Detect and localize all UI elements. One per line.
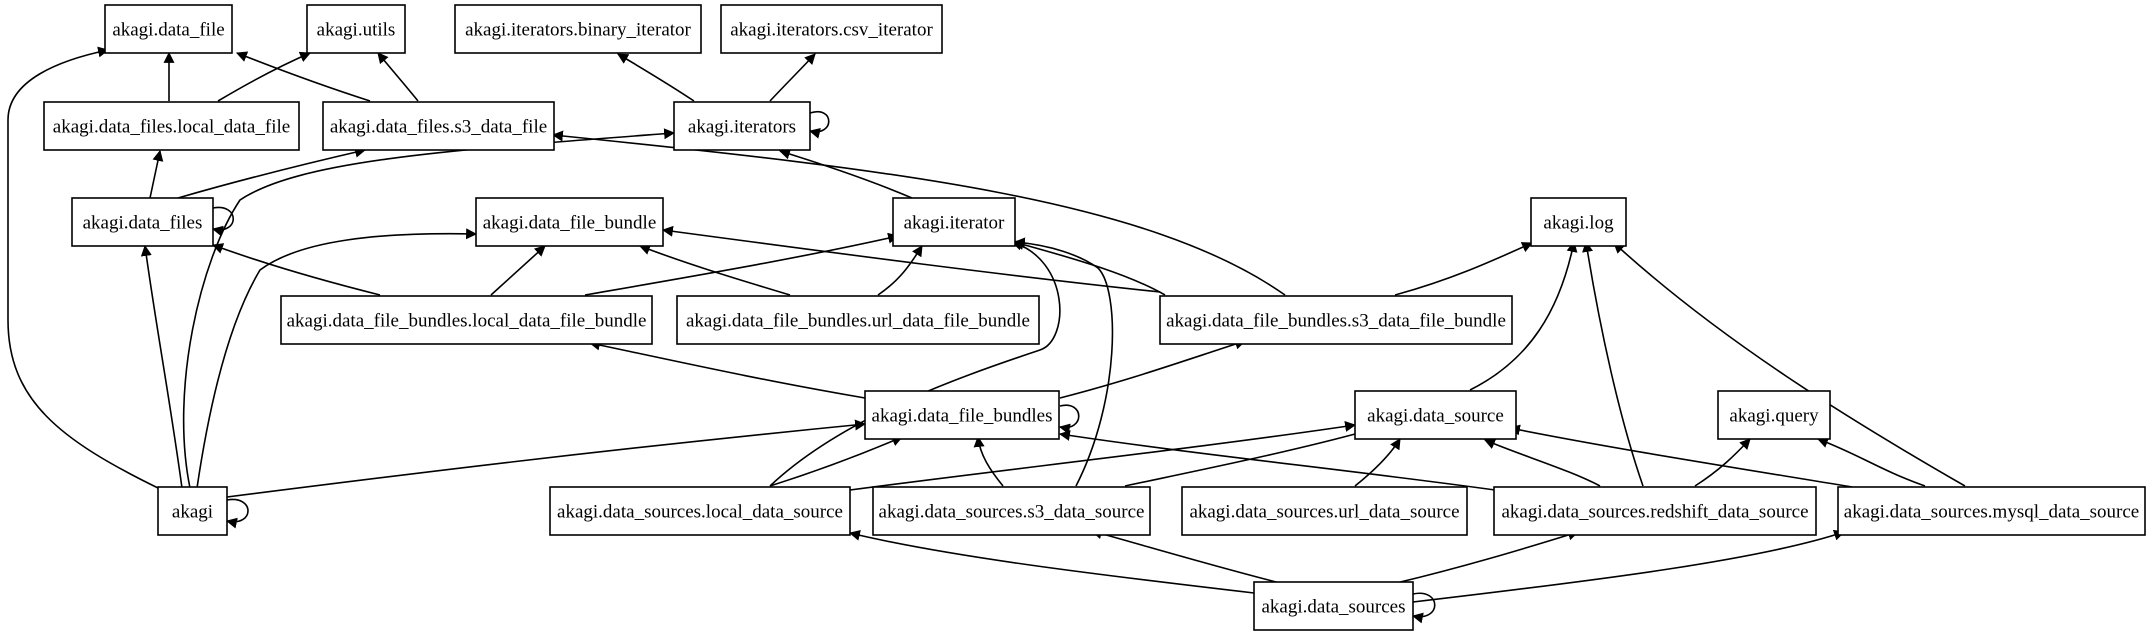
node-label: akagi.query xyxy=(1729,406,1819,427)
edge-iterators-to-binary-iterator xyxy=(617,53,695,102)
node-data-files: akagi.data_files xyxy=(71,197,214,247)
node-label: akagi.data_files.local_data_file xyxy=(53,117,290,138)
edge-akagi-to-data-files xyxy=(140,244,183,489)
node-utils: akagi.utils xyxy=(306,4,406,54)
edge-data-sources-to-local-source xyxy=(848,529,1255,594)
edge-redshift-source-to-query xyxy=(1694,438,1751,487)
node-s3-data-file-bundle: akagi.data_file_bundles.s3_data_file_bun… xyxy=(1159,295,1513,345)
node-iterator: akagi.iterator xyxy=(892,197,1016,247)
edge-mysql-source-to-data-source xyxy=(1508,424,1871,491)
node-binary-iterator: akagi.iterators.binary_iterator xyxy=(454,4,702,54)
node-label: akagi.data_files xyxy=(83,213,203,234)
edge-redshift-source-to-log xyxy=(1582,240,1644,487)
node-label: akagi.data_sources.mysql_data_source xyxy=(1844,502,2139,523)
node-redshift-data-source: akagi.data_sources.redshift_data_source xyxy=(1493,486,1817,536)
node-data-source: akagi.data_source xyxy=(1354,390,1517,440)
edge-mysql-source-to-query xyxy=(1816,437,1926,487)
node-akagi: akagi xyxy=(157,486,228,536)
edge-url-bundle-to-iterator xyxy=(877,245,923,296)
edge-s3-source-to-iterator xyxy=(1013,237,1114,487)
node-label: akagi.data_file_bundles.s3_data_file_bun… xyxy=(1166,311,1506,332)
node-label: akagi.iterators xyxy=(688,117,796,138)
edge-data-file-bundles-to-s3-bundle xyxy=(1059,338,1247,399)
node-s3-data-file: akagi.data_files.s3_data_file xyxy=(322,101,555,151)
edge-local-source-to-data-file-bundles xyxy=(769,435,904,487)
edge-data-source-to-log xyxy=(1469,240,1578,391)
edge-s3-data-file-to-data-file xyxy=(235,51,371,102)
node-label: akagi.data_file_bundles xyxy=(872,406,1053,427)
node-label: akagi.iterator xyxy=(904,213,1005,234)
edge-s3-bundle-to-log xyxy=(1394,242,1534,296)
edges xyxy=(7,46,1966,624)
edge-local-bundle-to-iterator xyxy=(584,232,900,296)
edge-iterators-to-csv-iterator xyxy=(769,53,816,102)
edge-iterators-self-loop xyxy=(808,110,830,139)
node-query: akagi.query xyxy=(1717,390,1831,440)
edge-local-bundle-to-data-files xyxy=(211,243,381,296)
node-label: akagi.data_file_bundle xyxy=(483,213,657,234)
edge-data-sources-to-mysql-source xyxy=(1412,529,1846,603)
edge-s3-data-file-to-utils xyxy=(377,52,419,102)
node-iterators: akagi.iterators xyxy=(673,101,811,151)
node-label: akagi.data_file_bundles.local_data_file_… xyxy=(287,311,647,332)
edge-url-bundle-to-data-file-bundle xyxy=(638,244,791,296)
edge-redshift-source-to-data-file-bundles xyxy=(1058,430,1496,491)
edge-local-bundle-to-data-file-bundle xyxy=(490,245,546,296)
node-label: akagi.data_sources.local_data_source xyxy=(557,502,843,523)
edge-s3-bundle-to-iterator xyxy=(1012,239,1166,296)
node-label: akagi.log xyxy=(1543,213,1614,234)
edge-data-sources-self-loop xyxy=(1411,592,1436,624)
node-s3-data-source: akagi.data_sources.s3_data_source xyxy=(872,486,1151,536)
edge-data-file-bundles-self-loop xyxy=(1058,404,1080,435)
edge-s3-source-to-data-file-bundles xyxy=(973,435,1004,487)
node-data-file: akagi.data_file xyxy=(104,4,233,54)
node-local-data-file-bundle: akagi.data_file_bundles.local_data_file_… xyxy=(280,295,653,345)
edge-data-file-bundles-to-local-bundle xyxy=(588,339,866,399)
edge-local-source-to-data-source xyxy=(849,421,1357,491)
edge-mysql-source-to-log xyxy=(1613,242,1966,487)
node-label: akagi.utils xyxy=(317,20,396,41)
edge-redshift-source-to-data-source xyxy=(1483,438,1601,487)
node-label: akagi.iterators.csv_iterator xyxy=(730,20,933,41)
node-url-data-file-bundle: akagi.data_file_bundles.url_data_file_bu… xyxy=(676,295,1040,345)
edge-data-sources-to-redshift-source xyxy=(1387,529,1580,586)
node-local-data-source: akagi.data_sources.local_data_source xyxy=(549,486,851,536)
node-label: akagi.data_sources.url_data_source xyxy=(1189,502,1459,523)
node-label: akagi.iterators.binary_iterator xyxy=(465,20,691,41)
node-label: akagi.data_sources xyxy=(1261,597,1405,618)
edge-akagi-to-data-file-bundle xyxy=(196,228,478,489)
node-data-sources: akagi.data_sources xyxy=(1253,581,1414,631)
node-data-file-bundles: akagi.data_file_bundles xyxy=(864,390,1060,440)
edge-s3-bundle-to-data-file-bundle xyxy=(661,225,1161,293)
node-label: akagi.data_sources.redshift_data_source xyxy=(1501,502,1808,523)
edge-url-source-to-data-source xyxy=(1354,438,1401,487)
node-data-file-bundle: akagi.data_file_bundle xyxy=(475,197,664,247)
node-csv-iterator: akagi.iterators.csv_iterator xyxy=(720,4,943,54)
node-url-data-source: akagi.data_sources.url_data_source xyxy=(1181,486,1468,536)
nodes: akagi.data_file akagi.utils akagi.iterat… xyxy=(43,4,2146,631)
edge-data-files-to-s3-data-file xyxy=(177,146,367,199)
edge-iterator-to-iterators xyxy=(778,148,913,199)
node-label: akagi.data_sources.s3_data_source xyxy=(879,502,1145,523)
node-mysql-data-source: akagi.data_sources.mysql_data_source xyxy=(1837,486,2146,536)
edge-local-data-file-to-utils xyxy=(217,51,312,102)
node-label: akagi xyxy=(172,502,213,523)
node-label: akagi.data_file_bundles.url_data_file_bu… xyxy=(686,311,1030,332)
node-log: akagi.log xyxy=(1530,197,1627,247)
node-label: akagi.data_file xyxy=(112,20,224,41)
edge-data-sources-to-s3-source xyxy=(1090,528,1289,586)
node-local-data-file: akagi.data_files.local_data_file xyxy=(43,101,300,151)
edge-akagi-to-data-file-bundles xyxy=(226,419,867,498)
edge-akagi-self-loop xyxy=(225,498,249,529)
edge-akagi-to-data-file xyxy=(7,46,159,489)
node-label: akagi.data_files.s3_data_file xyxy=(330,117,547,138)
node-label: akagi.data_source xyxy=(1367,406,1504,427)
edge-data-files-to-local-data-file xyxy=(149,149,164,199)
edge-s3-source-to-data-source xyxy=(1124,427,1372,487)
edge-data-files-self-loop xyxy=(211,206,235,237)
edge-local-source-to-iterator xyxy=(769,239,1061,487)
